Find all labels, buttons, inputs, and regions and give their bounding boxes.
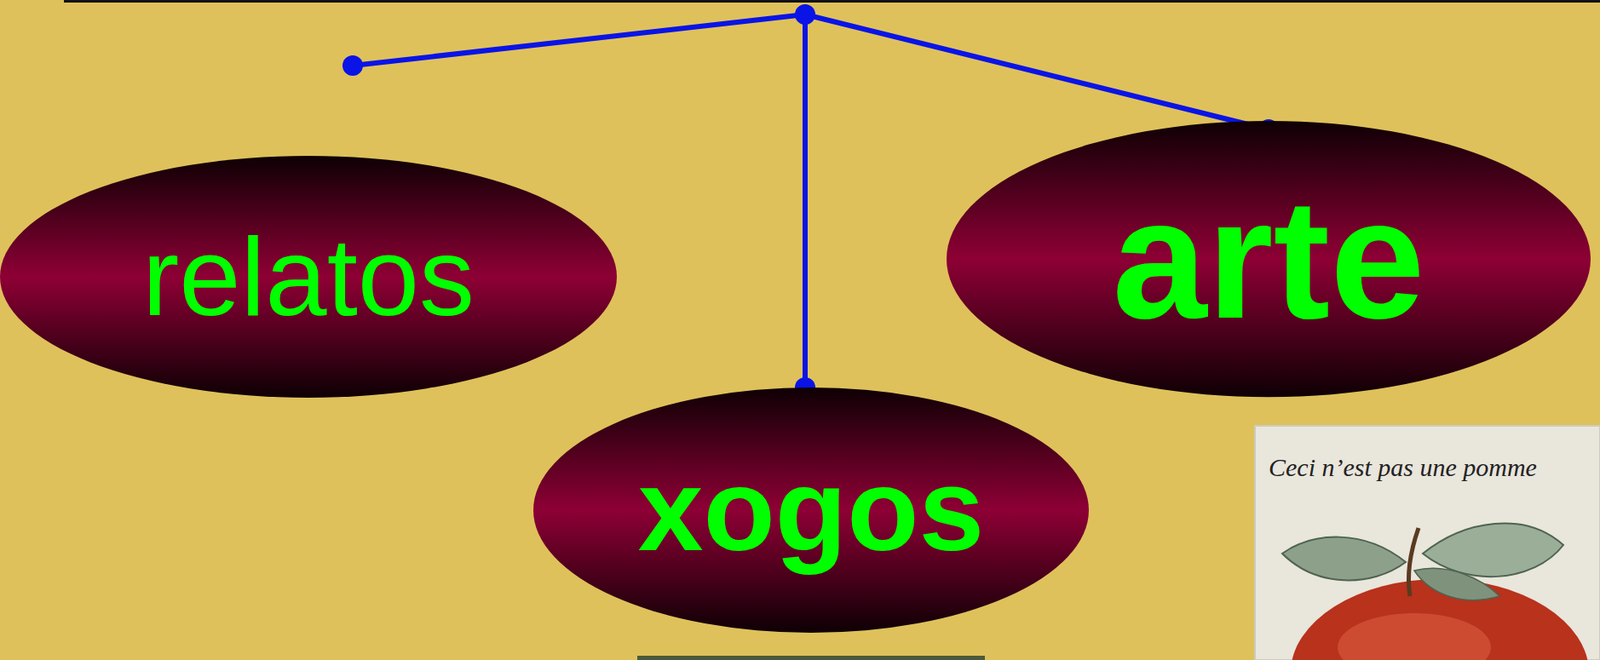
magritte-painting [1254, 425, 1600, 660]
photo-strip [637, 656, 985, 660]
painting-caption: Ceci n’est pas une pomme [1268, 453, 1537, 483]
top-rule [63, 0, 1600, 3]
topic-ellipse: arte [946, 120, 1591, 398]
topic-label: relatos [142, 216, 475, 339]
topic-label: arte [1112, 165, 1426, 353]
topic-ellipse: xogos [533, 387, 1089, 634]
topic-ellipse: relatos [0, 155, 617, 398]
topic-label: xogos [638, 445, 985, 576]
